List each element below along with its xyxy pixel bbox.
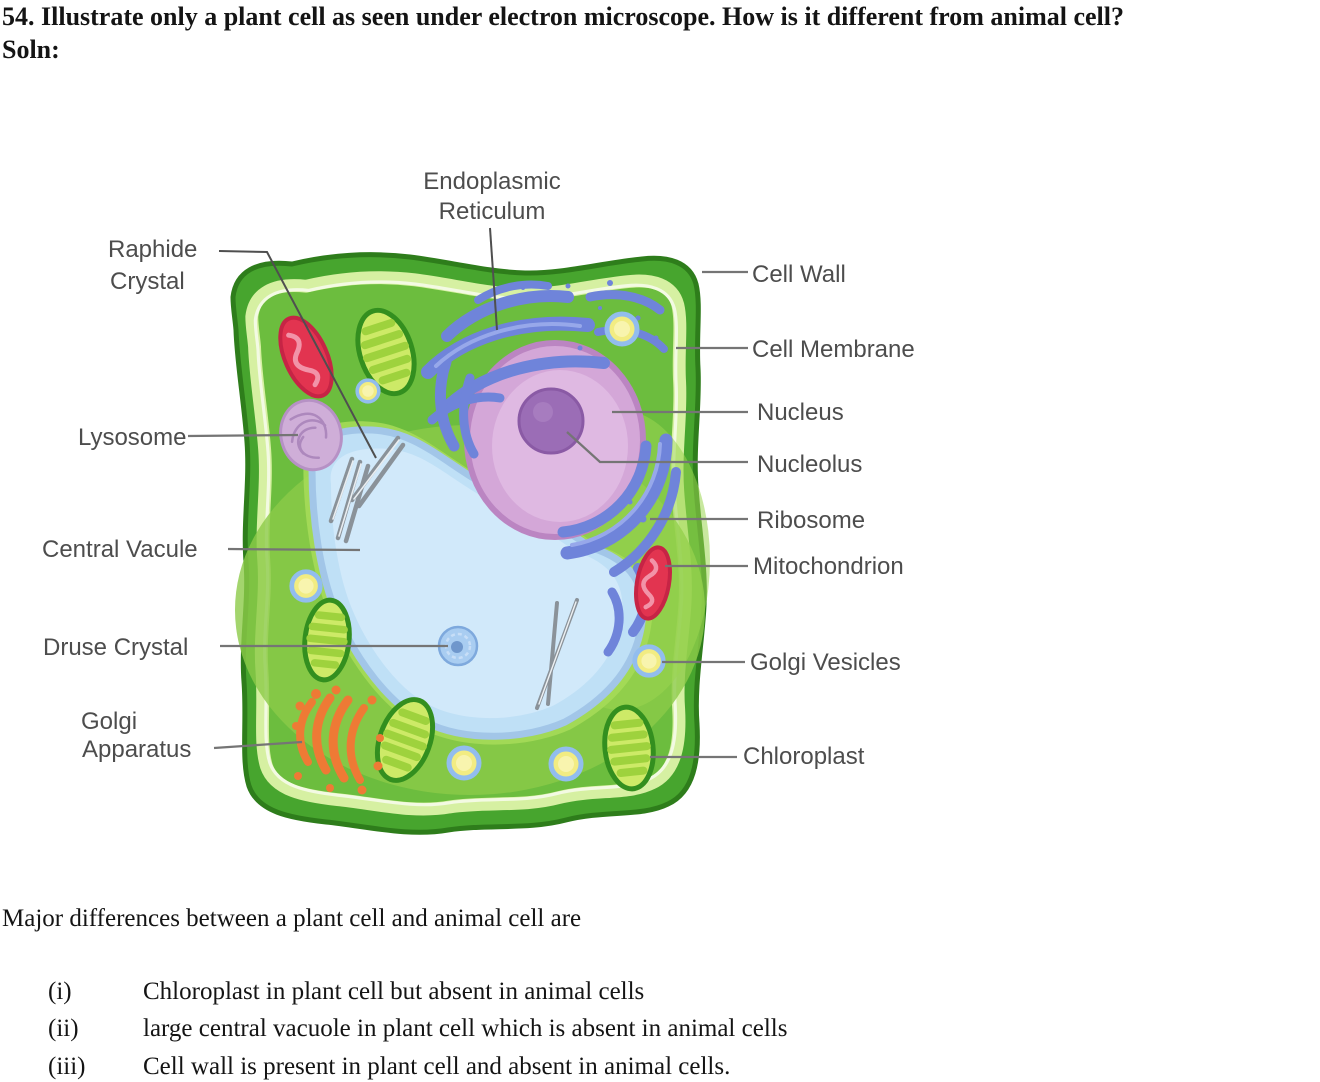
label-golgi-apparatus-2: Apparatus — [82, 736, 191, 763]
item-numeral: (ii) — [48, 1015, 79, 1043]
label-cell-wall: Cell Wall — [752, 261, 846, 288]
label-mitochondrion: Mitochondrion — [753, 553, 904, 580]
label-central-vacuole: Central Vacule — [42, 536, 198, 563]
label-nucleolus: Nucleolus — [757, 451, 862, 478]
item-text: large central vacuole in plant cell whic… — [143, 1015, 788, 1043]
leader-lysosome — [187, 433, 299, 438]
question-header: 54. Illustrate only a plant cell as seen… — [2, 0, 1320, 66]
leader-lines — [187, 227, 748, 759]
item-numeral: (iii) — [48, 1052, 86, 1080]
solution-intro: Major differences between a plant cell a… — [2, 905, 582, 932]
solution-item: (i) Chloroplast in plant cell but absent… — [0, 978, 1320, 1015]
solution-items: (i) Chloroplast in plant cell but absent… — [0, 978, 1320, 1082]
chloroplast-shapes — [302, 307, 656, 792]
soln-label: Soln: — [2, 35, 60, 64]
solution-block: Major differences between a plant cell a… — [0, 903, 1320, 1082]
label-endoplasmic-reticulum-2: Reticulum — [439, 198, 546, 225]
leader-raphide-crystal — [218, 250, 377, 459]
ribosome-dots — [521, 280, 659, 523]
item-numeral: (i) — [48, 978, 72, 1005]
mitochondrion-shapes — [278, 315, 672, 621]
label-cell-membrane: Cell Membrane — [752, 336, 915, 363]
raphide-crystal-shape — [328, 435, 579, 710]
golgi-vesicle-shapes — [289, 311, 666, 782]
central-vacuole-shape — [302, 421, 653, 745]
lysosome-shape — [279, 398, 343, 472]
solution-item: (iii) Cell wall is present in plant cell… — [0, 1053, 1320, 1082]
diagram-labels: Endoplasmic Reticulum Raphide Crystal Ly… — [42, 168, 915, 770]
label-golgi-vesicles: Golgi Vesicles — [750, 649, 901, 676]
label-golgi-apparatus-1: Golgi — [81, 708, 137, 735]
leader-nucleolus — [566, 431, 748, 464]
label-ribosome: Ribosome — [757, 507, 865, 534]
plant-cell-diagram: Endoplasmic Reticulum Raphide Crystal Ly… — [42, 168, 915, 835]
item-text: Cell wall is present in plant cell and a… — [143, 1052, 731, 1080]
label-chloroplast: Chloroplast — [743, 743, 865, 770]
label-endoplasmic-reticulum-1: Endoplasmic — [423, 168, 560, 195]
label-raphide-crystal-1: Raphide — [108, 236, 197, 263]
solution-item: (ii) large central vacuole in plant cell… — [0, 1015, 1320, 1052]
nucleolus-shape — [517, 387, 585, 455]
item-text: Chloroplast in plant cell but absent in … — [143, 978, 645, 1005]
leader-central-vacuole — [227, 547, 361, 552]
leader-golgi-apparatus — [213, 740, 303, 750]
label-nucleus: Nucleus — [757, 399, 844, 426]
label-raphide-crystal-2: Crystal — [110, 268, 185, 295]
golgi-apparatus-shape — [292, 685, 384, 795]
label-druse-crystal: Druse Crystal — [43, 634, 188, 661]
question-text: 54. Illustrate only a plant cell as seen… — [2, 2, 1124, 31]
label-lysosome: Lysosome — [78, 424, 187, 451]
leader-endoplasmic-reticulum — [489, 227, 498, 331]
